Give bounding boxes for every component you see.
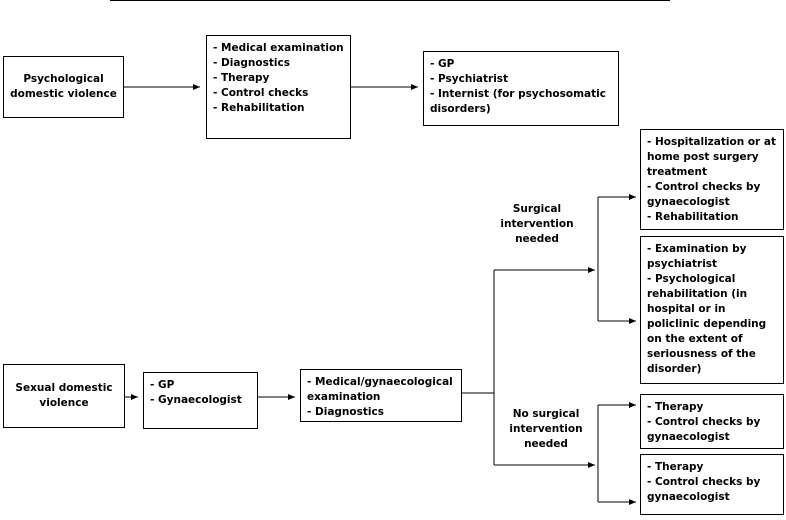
nonsurgical-outcome-b-list: - Therapy - Control checks by gynaecologi… <box>647 460 777 505</box>
list-item: - GP <box>430 58 455 70</box>
surgical-outcome-a-list: - Hospitalization or at home post surger… <box>647 135 777 225</box>
list-item: - Diagnostics <box>213 57 290 69</box>
list-item: - Therapy <box>647 461 704 473</box>
list-item: - GP <box>150 379 175 391</box>
sexual-first-contact-box: - GP - Gynaecologist <box>143 372 258 429</box>
sexual-exam-box: - Medical/gynaecological examination - Di… <box>300 369 462 422</box>
list-item: - Therapy <box>213 72 270 84</box>
surgical-outcome-b-box: - Examination by psychiatrist - Psycholog… <box>640 236 784 384</box>
list-item: - Gynaecologist <box>150 394 242 406</box>
nonsurgical-outcome-a-list: - Therapy - Control checks by gynaecologi… <box>647 400 777 445</box>
sexual-violence-label: Sexual domestic violence <box>15 382 113 409</box>
surgical-outcome-a-box: - Hospitalization or at home post surger… <box>640 129 784 230</box>
surgical-outcome-b-list: - Examination by psychiatrist - Psycholog… <box>647 242 777 377</box>
list-item: - Medical examination <box>213 42 344 54</box>
nonsurgical-outcome-b-box: - Therapy - Control checks by gynaecologi… <box>640 454 784 515</box>
sexual-first-contact-list: - GP - Gynaecologist <box>150 378 251 408</box>
nonsurgical-branch-label: No surgical intervention needed <box>509 408 583 450</box>
list-item: - Medical/gynaecological examination <box>307 376 453 403</box>
list-item: - Control checks by gynaecologist <box>647 476 761 503</box>
list-item: - Rehabilitation <box>213 102 305 114</box>
top-rule <box>110 0 670 1</box>
psychological-violence-label: Psychological domestic violence <box>10 73 117 100</box>
list-item: - Therapy <box>647 401 704 413</box>
list-item: - Diagnostics <box>307 406 384 418</box>
list-item: - Internist (for psychosomatic disorders… <box>430 88 606 115</box>
list-item: - Psychological rehabilitation (in hospi… <box>647 273 767 375</box>
list-item: - Control checks by gynaecologist <box>647 181 761 208</box>
psych-services-list: - Medical examination - Diagnostics - Ther… <box>213 41 344 116</box>
psych-specialists-box: - GP - Psychiatrist - Internist (for psych… <box>423 51 619 126</box>
list-item: - Control checks by gynaecologist <box>647 416 761 443</box>
list-item: - Hospitalization or at home post surger… <box>647 136 776 178</box>
surgical-branch-label: Surgical intervention needed <box>500 203 574 245</box>
list-item: - Examination by psychiatrist <box>647 243 747 270</box>
list-item: - Psychiatrist <box>430 73 509 85</box>
psych-services-box: - Medical examination - Diagnostics - Ther… <box>206 35 351 139</box>
psych-specialists-list: - GP - Psychiatrist - Internist (for psych… <box>430 57 612 117</box>
nonsurgical-outcome-a-box: - Therapy - Control checks by gynaecologi… <box>640 394 784 449</box>
sexual-violence-box: Sexual domestic violence <box>3 364 125 428</box>
sexual-exam-list: - Medical/gynaecological examination - Di… <box>307 375 455 420</box>
list-item: - Control checks <box>213 87 309 99</box>
psychological-violence-box: Psychological domestic violence <box>3 56 124 118</box>
list-item: - Rehabilitation <box>647 211 739 223</box>
